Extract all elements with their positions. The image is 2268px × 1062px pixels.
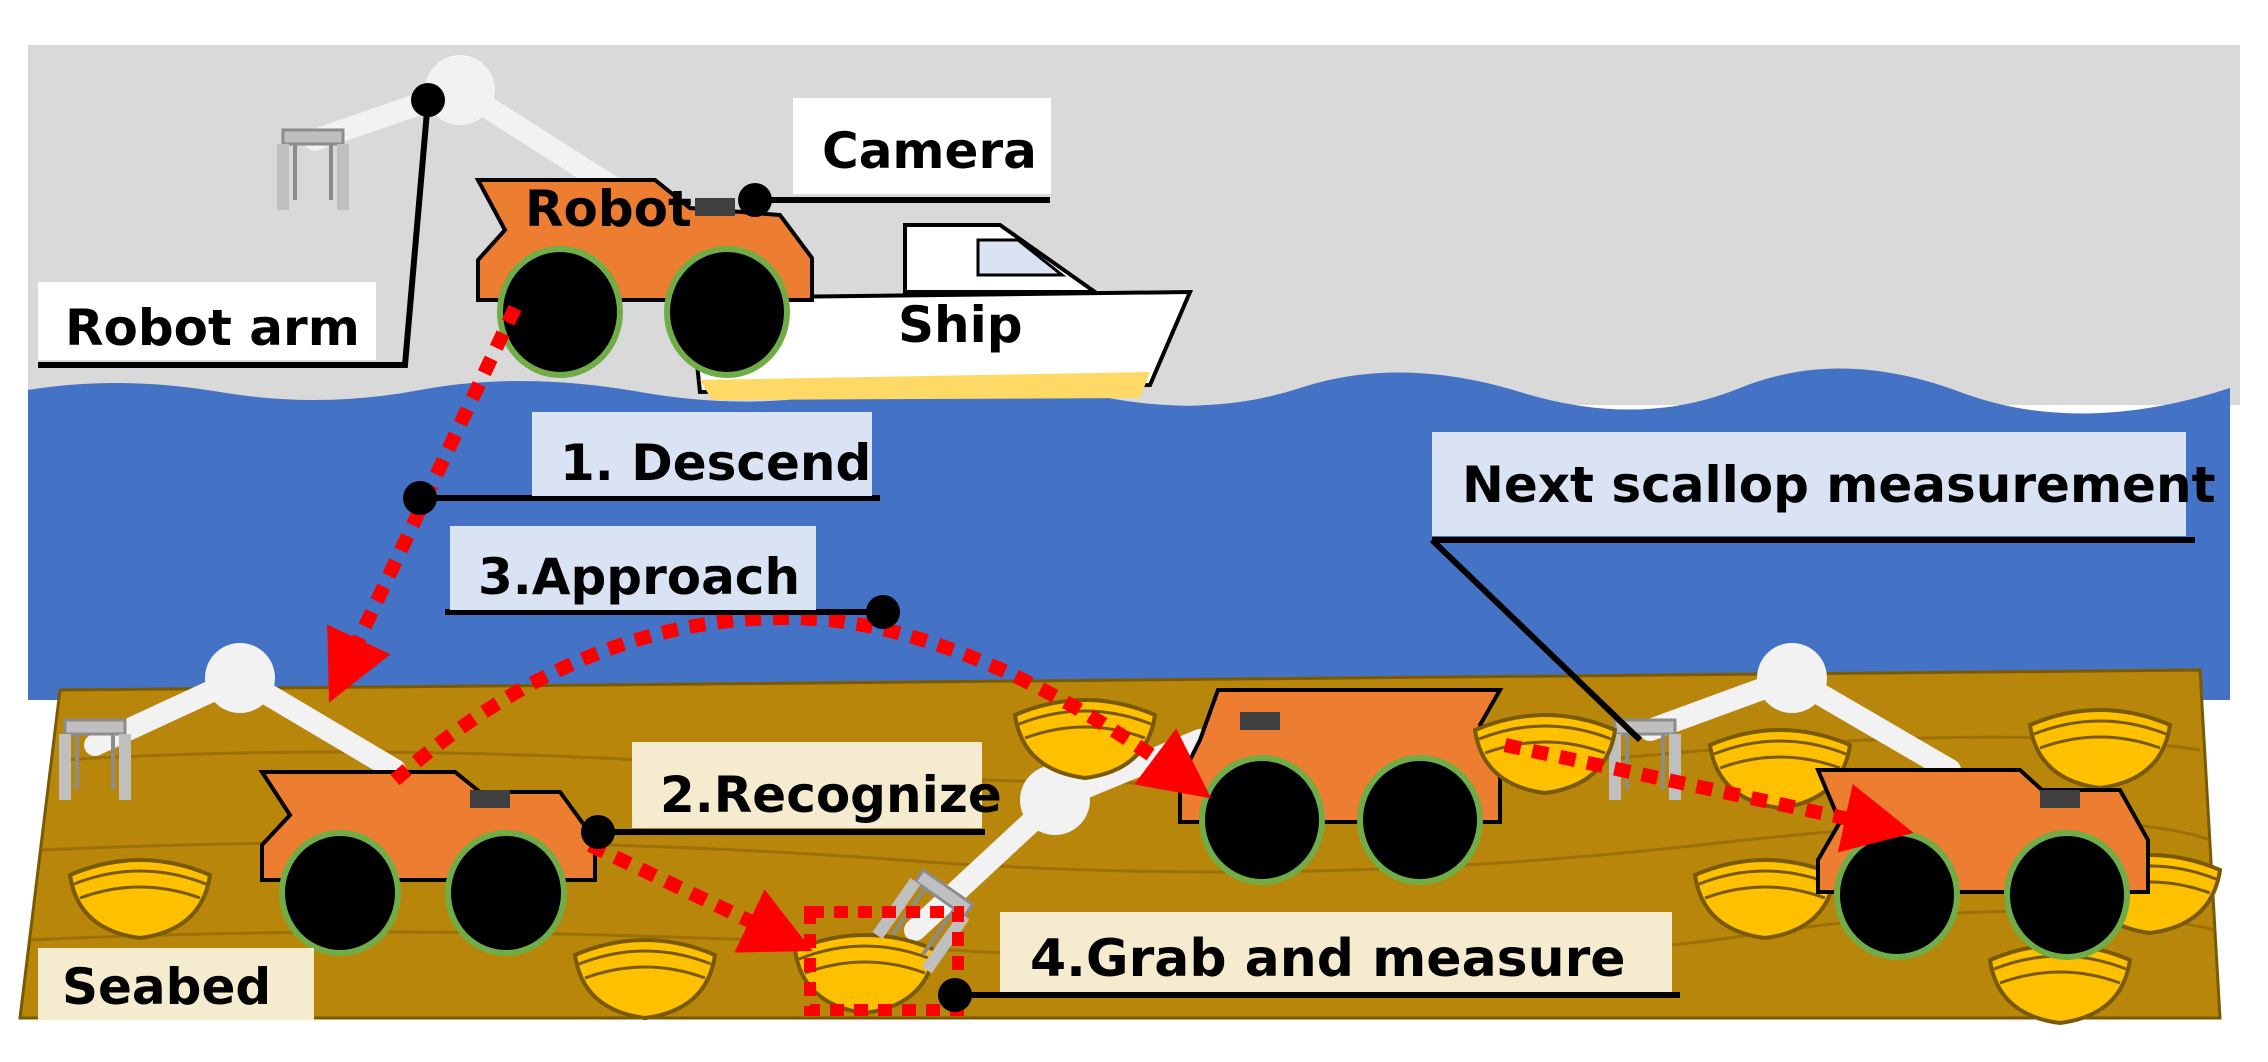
ship-icon [687,223,1194,400]
approach-arrow [390,611,1212,799]
svg-text:Robot: Robot [525,180,692,238]
robot-vehicle-icon [258,770,597,956]
svg-text:Seabed: Seabed [62,958,271,1016]
label-robot-arm: Robot arm [38,282,376,360]
callout-lines [38,99,2195,998]
label-seabed: Seabed [38,948,314,1020]
label-robot: Robot [525,180,692,238]
recognize-arrow [586,838,813,953]
label-grab-and-measure: 4.Grab and measure [1000,912,1672,992]
svg-text:Camera: Camera [822,122,1037,180]
label-recognize: 2.Recognize [632,742,1002,828]
svg-text:2.Recognize: 2.Recognize [660,766,1002,824]
label-approach: 3.Approach [450,526,816,610]
label-descend: 1. Descend [532,412,872,496]
label-ship: Ship [898,296,1023,354]
svg-text:3.Approach: 3.Approach [478,548,800,606]
svg-text:4.Grab and measure: 4.Grab and measure [1030,929,1626,989]
label-next-scallop-measurement: Next scallop measurement [1432,432,2215,536]
target-scallop-highlight [804,906,964,1016]
svg-text:Next scallop measurement: Next scallop measurement [1462,456,2215,514]
svg-text:Ship: Ship [898,296,1023,354]
robot-vehicle-icon [1178,688,1504,885]
callout-dots [403,83,972,1012]
svg-text:Robot arm: Robot arm [65,299,360,357]
label-camera: Camera [793,98,1051,194]
svg-text:1. Descend: 1. Descend [560,434,871,492]
robot-vehicle-icon [474,178,814,378]
next-measurement-arrow [1503,738,1914,853]
